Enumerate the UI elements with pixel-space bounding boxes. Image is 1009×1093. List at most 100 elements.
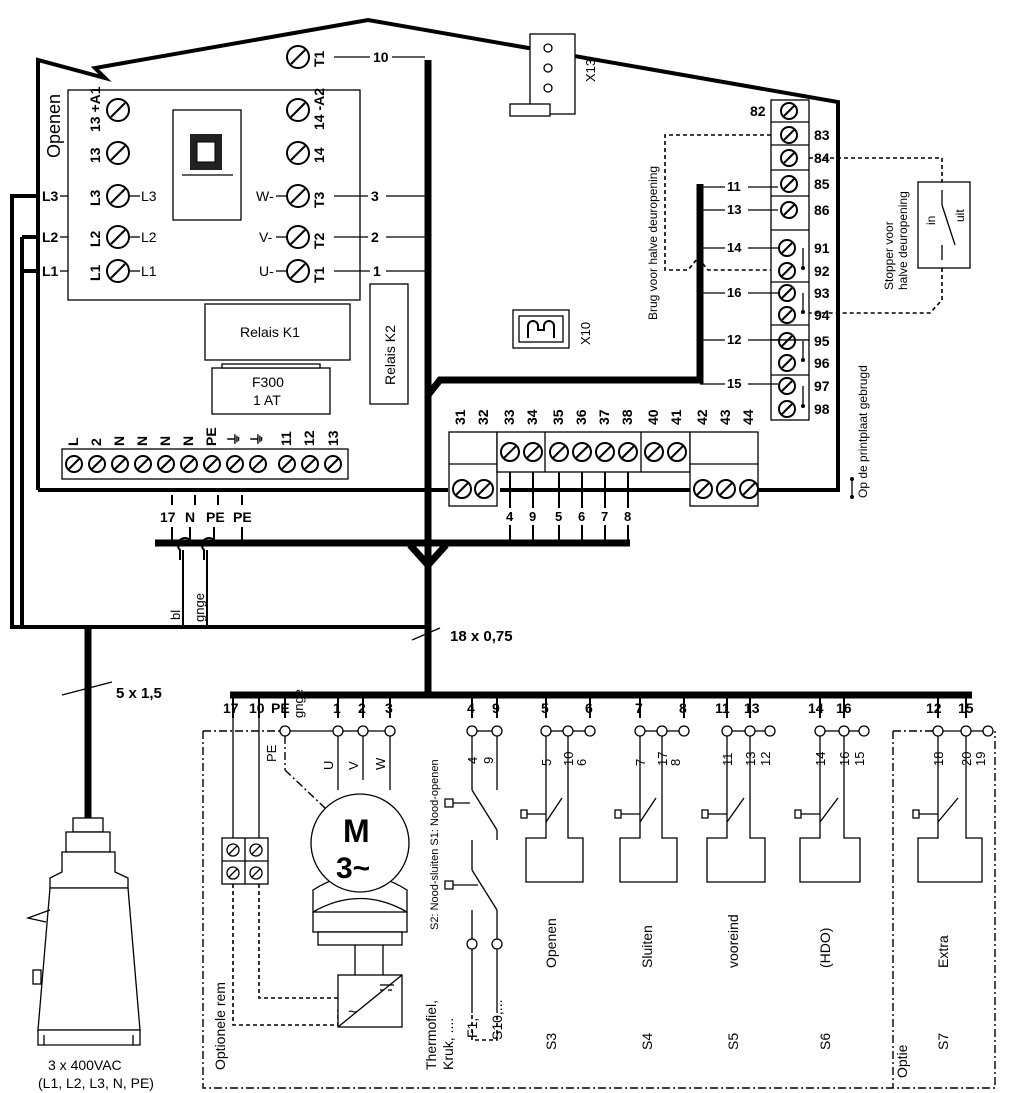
right-wires: [700, 186, 778, 385]
brake-label: Optionele rem: [212, 982, 228, 1070]
bus-1: 1: [333, 700, 341, 716]
bottom-term-11: 13: [325, 430, 341, 446]
motor-m: M: [343, 813, 370, 849]
contactor-label-13: 13: [87, 147, 103, 163]
s4-desc: Sluiten: [639, 925, 655, 968]
stopper-switch: [917, 181, 971, 269]
contactor-label-l2: L2: [87, 230, 103, 247]
thermo-label-2: Kruk, ....: [440, 1018, 456, 1070]
s7-contact-2: 20: [959, 752, 974, 766]
bottom-term-2: N: [111, 436, 127, 446]
bottom-term-0: L: [65, 437, 81, 446]
brug-label: Brug voor halve deuropening: [646, 166, 660, 320]
mid-wire-7: 7: [601, 509, 608, 524]
s5-contact-2: 13: [743, 752, 758, 766]
emergency-switches: [444, 736, 503, 1041]
bottom-term-4: N: [157, 436, 173, 446]
right-wire-12: 12: [727, 332, 741, 347]
bus-10: 10: [249, 700, 265, 716]
bus-4: 4: [467, 700, 475, 716]
phase-left-l3: L3: [42, 188, 59, 204]
s3-contact-1: 5: [539, 759, 554, 766]
contactor-label-a2: 14 -A2: [311, 88, 327, 130]
s7-contact-1: 18: [931, 752, 946, 766]
contactor-label-t3: T3: [311, 191, 327, 208]
brake-rectifier: ~: [337, 945, 403, 1028]
mid-wire-6: 6: [578, 509, 585, 524]
wire-bl: bl: [168, 610, 183, 620]
mid-term-42: 42: [694, 409, 710, 425]
right-term-97: 97: [814, 378, 830, 394]
bus-9: 9: [492, 700, 500, 716]
contactor-label-l1: L1: [87, 264, 103, 281]
s7-name: S7: [935, 1033, 951, 1050]
fuse-name: F300: [252, 374, 284, 390]
stopper-label-1: Stopper voor: [882, 221, 896, 290]
bottom-term-7: ⏚: [226, 432, 242, 446]
relais-k2: [369, 283, 409, 405]
mid-wire-5: 5: [555, 509, 562, 524]
power-bundle: [10, 194, 425, 820]
mid-term-33: 33: [501, 409, 517, 425]
brake-connector: [221, 718, 339, 1026]
printplaat-label: Op de printplaat gebrugd: [856, 365, 870, 498]
motor-u: U: [321, 761, 336, 770]
right-term-95: 95: [814, 333, 830, 349]
fuse-value: 1 AT: [253, 392, 281, 408]
s4-contact-1: 7: [633, 759, 648, 766]
s3-contact-3: 6: [574, 759, 589, 766]
phase-right-l3: L3: [141, 188, 157, 204]
connector-x10: X10: [512, 309, 593, 349]
right-term-84: 84: [814, 150, 830, 166]
relais-k2-label: Relais K2: [382, 325, 398, 385]
contactor-label-l3: L3: [87, 189, 103, 206]
mid-term-44: 44: [740, 409, 756, 425]
motor-v: V: [346, 761, 361, 770]
bottom-term-3: N: [134, 436, 150, 446]
bus-3: 3: [385, 700, 393, 716]
motor-pe-label: PE: [264, 744, 279, 762]
connector-x13: X13: [509, 33, 598, 117]
bus-14: 14: [808, 700, 824, 716]
right-wire-13: 13: [727, 202, 741, 217]
s4-contact-3: 8: [668, 759, 683, 766]
bottom-term-10: 12: [301, 430, 317, 446]
mid-term-37: 37: [596, 409, 612, 425]
stopper-wire: [809, 157, 943, 314]
thermo-label-1: Thermofiel,: [423, 1000, 439, 1070]
f1-label: F1,: [464, 1018, 480, 1038]
right-term-93: 93: [814, 285, 830, 301]
cee-plug: [25, 817, 141, 1046]
contactor-label-14: 14: [311, 147, 327, 163]
right-terminal-block: 82 83 84 85 86 91 92 93 94 95 96 97 98: [750, 99, 830, 421]
motor: [284, 736, 410, 946]
motor-w: W: [373, 757, 388, 770]
below-term-pe2: PE: [233, 509, 252, 525]
mid-term-34: 34: [524, 409, 540, 425]
switch-s4: [614, 736, 678, 883]
right-term-86: 86: [814, 202, 830, 218]
bus-8: 8: [679, 700, 687, 716]
switch-in: in: [924, 216, 938, 225]
contactor-label-t2: T2: [311, 232, 327, 249]
right-term-96: 96: [814, 355, 830, 371]
bus-pe: PE: [271, 700, 290, 716]
switch-s6: [794, 736, 861, 883]
s3-desc: Openen: [543, 918, 559, 968]
mid-term-43: 43: [717, 409, 733, 425]
right-wire-15: 15: [727, 376, 741, 391]
control-bus: [155, 60, 972, 699]
out-1: 1: [373, 263, 381, 279]
contactor-label-u: U-: [259, 263, 274, 279]
right-term-85: 85: [814, 176, 830, 192]
s6-name: S6: [817, 1033, 833, 1050]
bus-2: 2: [358, 700, 366, 716]
contactor-label-v: V-: [259, 229, 273, 245]
s7-contact-3: 19: [973, 752, 988, 766]
bus-gnge: gnge: [291, 689, 306, 718]
wire-gnge: gnge: [192, 593, 207, 622]
bus-11: 11: [715, 700, 730, 716]
mid-term-40: 40: [645, 409, 661, 425]
nood-contact-4: 4: [465, 757, 480, 764]
